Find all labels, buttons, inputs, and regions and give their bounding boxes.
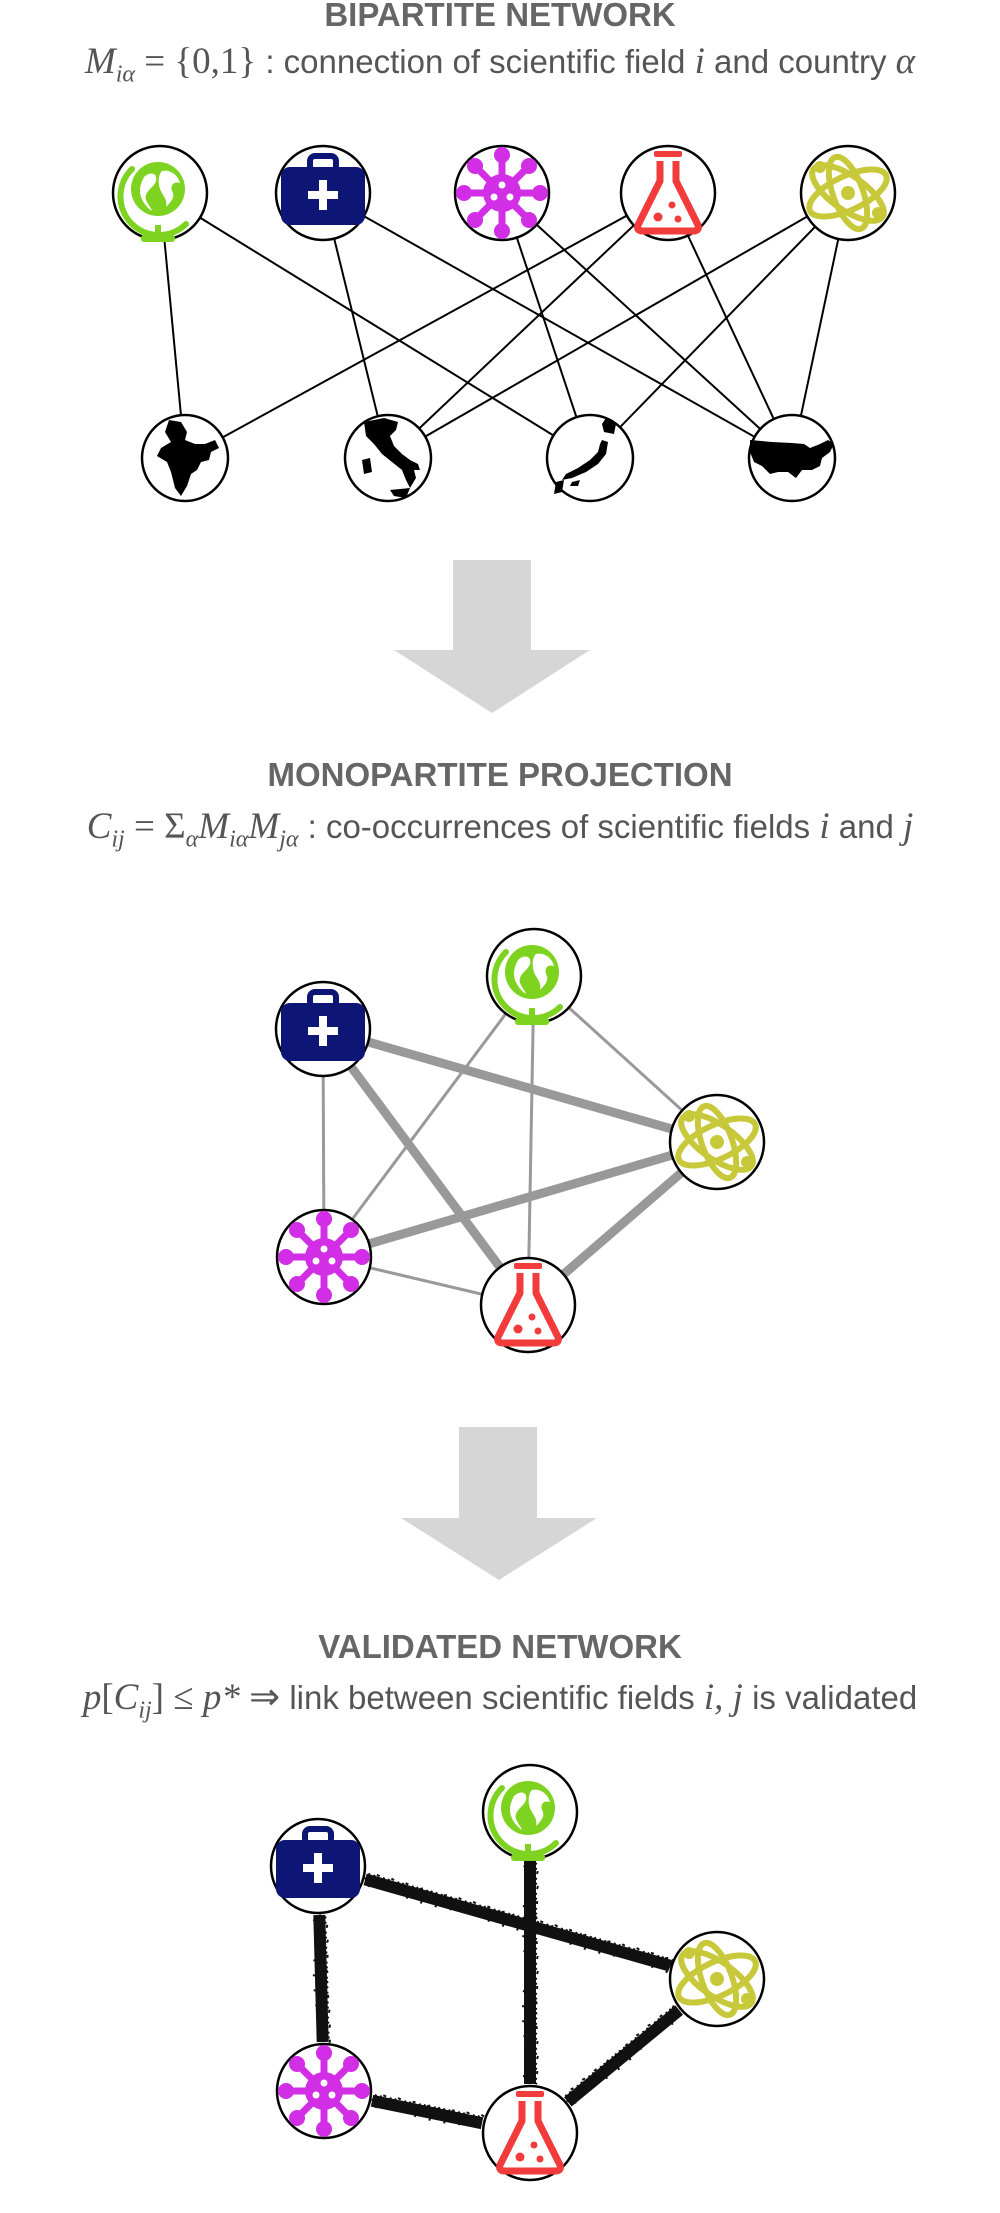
bipartite-link-physics-italy — [387, 192, 849, 459]
validated-node-earth — [481, 1763, 579, 1861]
projection-link-biology-physics — [319, 1137, 722, 1262]
validated-math: p[Cij] ≤ p* ⇒ — [82, 1677, 290, 1724]
validated-link-texture — [564, 2005, 675, 2105]
bipartite-link-earth-japan — [159, 192, 591, 459]
bipartite-node-japan — [545, 413, 635, 503]
bipartite-node-india — [140, 413, 230, 503]
bipartite-link-physics-japan — [589, 192, 849, 459]
validated-link-biology-chemistry — [370, 2094, 484, 2130]
bipartite-node-medicine — [274, 144, 372, 242]
down-arrow-2 — [401, 1427, 597, 1580]
validated-link-texture — [371, 2093, 485, 2127]
bipartite-node-biology — [455, 146, 549, 240]
bipartite-node-chemistry — [619, 144, 717, 242]
monopartite-formula: Cij = ΣαMiαMjα : co-occurrences of scien… — [86, 806, 914, 853]
bipartite-description: : connection of scientific field — [256, 43, 695, 80]
bipartite-link-biology-usa — [501, 192, 793, 459]
bipartite-link-medicine-usa — [322, 192, 793, 459]
validated-description: link between scientific fields — [289, 1679, 704, 1716]
projection-node-physics — [668, 1093, 766, 1191]
bipartite-node-physics — [799, 144, 897, 242]
monopartite-title: MONOPARTITE PROJECTION — [267, 756, 733, 793]
node-circle — [545, 413, 635, 503]
bipartite-node-usa — [747, 413, 837, 503]
validated-formula: p[Cij] ≤ p* ⇒ link between scientific fi… — [82, 1677, 918, 1724]
bipartite-link-chemistry-india — [184, 192, 669, 459]
monopartite-description: : co-occurrences of scientific fields — [298, 808, 820, 845]
projection-node-earth — [485, 927, 583, 1025]
projection-link-medicine-chemistry — [318, 1024, 533, 1310]
validated-link-medicine-biology — [313, 1914, 329, 2043]
down-arrow-1 — [394, 560, 590, 713]
validated-node-chemistry — [481, 2084, 579, 2182]
virus-icon — [278, 1211, 370, 1303]
validated-node-medicine — [269, 1817, 367, 1915]
bipartite-link-chemistry-usa — [667, 192, 793, 459]
virus-icon — [456, 147, 548, 239]
validated-node-biology — [277, 2044, 371, 2138]
bipartite-node-earth — [111, 144, 209, 242]
projection-link-medicine-physics — [318, 1024, 722, 1147]
validated-link-texture — [521, 1860, 539, 2085]
projection-node-medicine — [274, 980, 372, 1078]
validated-title: VALIDATED NETWORK — [318, 1628, 682, 1665]
bipartite-node-italy — [343, 413, 433, 503]
monopartite-math: Cij = ΣαMiαMjα — [86, 806, 299, 853]
projection-node-chemistry — [479, 1256, 577, 1354]
bipartite-formula: Miα = {0,1} : connection of scientific f… — [84, 41, 916, 88]
bipartite-link-chemistry-italy — [387, 192, 669, 459]
bipartite-title: BIPARTITE NETWORK — [324, 0, 676, 33]
projection-link-earth-chemistry — [526, 974, 536, 1307]
validated-link-texture — [312, 1914, 332, 2043]
projection-link-earth-biology — [322, 974, 536, 1259]
bipartite-math: Miα = {0,1} — [84, 41, 257, 88]
validated-node-physics — [668, 1930, 766, 2028]
virus-icon — [278, 2045, 370, 2137]
validated-link-medicine-physics — [363, 1873, 672, 1972]
projection-node-biology — [277, 1210, 371, 1304]
